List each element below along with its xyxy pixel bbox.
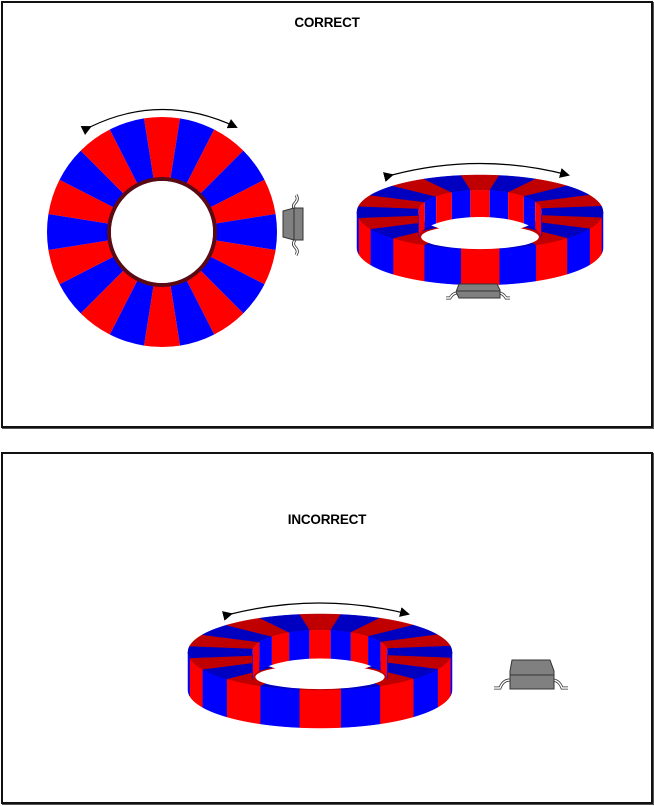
ring-inner-wall-segment — [436, 192, 452, 224]
ring-inner-wall-segment — [489, 190, 509, 220]
pole-segment — [109, 118, 154, 185]
inner-rim — [107, 177, 217, 287]
ring-side-segment — [259, 685, 300, 728]
ring-inner-wall-segment — [418, 208, 419, 239]
sensor-chip-icon — [282, 194, 304, 256]
ring-inner-wall-segment — [541, 208, 542, 239]
ring-inner-wall-segment — [418, 202, 425, 236]
pole-segment — [186, 129, 244, 195]
pole-segment — [59, 256, 125, 314]
pole-segment — [47, 214, 110, 250]
ring-side-segment — [299, 689, 341, 729]
ring-inner-wall-segment — [271, 632, 290, 665]
pole-segment — [170, 118, 215, 185]
ring-bore — [111, 181, 213, 283]
ring-inner-wall-segment — [252, 648, 253, 681]
ring-inner-wall-segment — [380, 642, 388, 678]
correct-title: CORRECT — [294, 15, 360, 30]
ring-inner-wall-segment — [535, 202, 542, 236]
pole-segment — [109, 279, 154, 346]
ring-side-segment — [535, 237, 568, 282]
ring-side-segment — [356, 211, 359, 254]
incorrect-panel: INCORRECT — [1, 452, 653, 804]
pole-segment — [48, 240, 115, 285]
pole-segment — [214, 214, 277, 250]
ring-bore — [255, 664, 385, 690]
sensor-chip-icon — [446, 283, 510, 300]
pole-segment — [144, 284, 180, 347]
pole-segment — [199, 150, 265, 208]
ring-side-segment — [392, 237, 425, 282]
ring-side-segment — [460, 248, 500, 286]
rotation-arrow-icon — [80, 109, 238, 135]
rotation-arrow-icon — [382, 162, 570, 182]
pole-segment — [170, 279, 215, 346]
ring-side-segment — [340, 685, 381, 728]
rotation-arrow-icon — [222, 602, 410, 621]
ring-bore — [421, 224, 539, 250]
ring-side-segment — [379, 678, 414, 725]
front-view-ring — [47, 117, 277, 347]
ring-inner-wall-segment — [350, 632, 369, 665]
ring-inner-wall-segment — [252, 642, 260, 678]
ring-side-segment — [498, 244, 537, 285]
ring-inner-wall-segment — [523, 196, 536, 230]
perspective-ring-incorrect — [187, 613, 453, 729]
pole-segment — [186, 269, 244, 335]
ring-side-segment — [423, 244, 462, 285]
perspective-ring-correct — [356, 174, 604, 286]
ring-inner-wall-segment — [309, 630, 331, 659]
pole-segment — [80, 129, 138, 195]
ring-inner-wall-segment — [451, 190, 471, 220]
pole-segment — [59, 150, 125, 208]
pole-segment — [80, 269, 138, 335]
ring-side-segment — [226, 678, 261, 725]
incorrect-title: INCORRECT — [287, 512, 367, 527]
ring-inner-wall-segment — [289, 630, 310, 661]
ring-inner-wall-segment — [330, 630, 351, 661]
pole-segment — [48, 179, 115, 224]
ring-inner-wall-segment — [387, 648, 388, 681]
pole-segment — [209, 240, 276, 285]
ring-inner-wall-segment — [508, 192, 524, 224]
ring-inner-wall-segment — [424, 196, 437, 230]
ring-inner-wall-segment — [368, 636, 381, 671]
ring-side-segment — [187, 651, 190, 697]
ring-inner-wall-segment — [470, 190, 490, 218]
sensor-chip-icon — [494, 659, 568, 690]
pole-segment — [209, 179, 276, 224]
ring-inner-wall-segment — [259, 636, 272, 671]
pole-segment — [199, 256, 265, 314]
